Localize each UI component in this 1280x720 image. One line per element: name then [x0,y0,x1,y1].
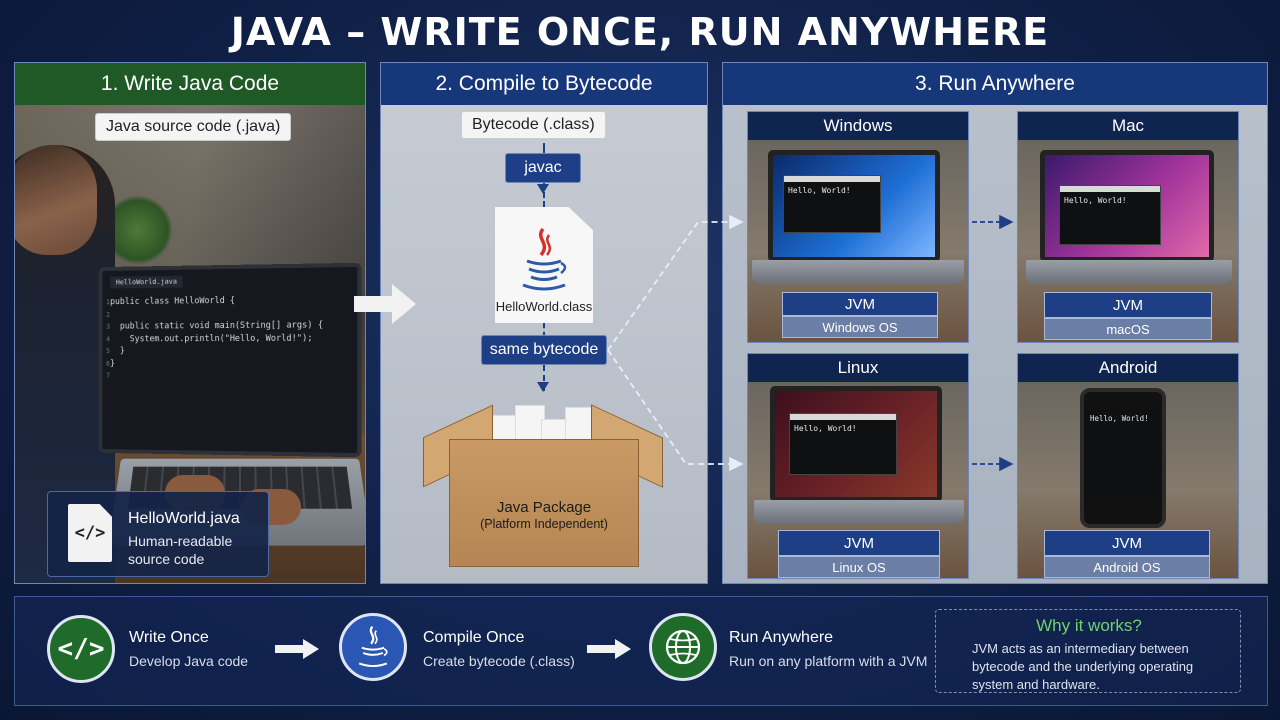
platform-name: Mac [1018,112,1238,140]
os-label: Android OS [1044,556,1210,578]
platform-linux: Linux Hello, World! JVM Linux OS [747,353,969,579]
jvm-label: JVM [782,292,938,316]
os-label: macOS [1044,318,1212,340]
java-cup-icon [339,613,407,681]
code-editor-screen: HelloWorld.java 1 2 3 4 5 6 7 public cla… [98,262,362,458]
platform-name: Windows [748,112,968,140]
next-arrow-icon [275,639,319,659]
java-package-box: Java Package (Platform Independent) [423,399,663,569]
code-file-icon: </> [68,504,112,562]
source-file-card: </> HelloWorld.java Human-readable sourc… [47,491,269,577]
laptop-base [1026,260,1232,284]
phone-screen-output: Hello, World! [1086,410,1160,500]
source-code-chip: Java source code (.java) [95,113,292,141]
developer-head [15,145,97,255]
why-it-works-box: Why it works? JVM acts as an intermediar… [935,609,1241,693]
step-run-title: Run Anywhere [729,629,834,646]
panel3-heading: 3. Run Anywhere [723,63,1267,105]
laptop-base [754,500,964,524]
class-file-icon: HelloWorld.class [495,207,593,323]
source-file-desc: Human-readable source code [128,533,233,567]
android-phone: Hello, World! [1080,388,1166,528]
platform-name: Android [1018,354,1238,382]
package-sublabel: (Platform Independent) [480,517,608,531]
windows-laptop-screen: Hello, World! [768,150,940,262]
flow-line [543,183,545,207]
terminal-window: Hello, World! [783,175,881,233]
code-brackets-icon: </> [47,615,115,683]
flow-line [543,143,545,155]
same-bytecode-label: same bytecode [481,335,607,365]
page-title: JAVA – WRITE ONCE, RUN ANYWHERE [230,10,1050,54]
os-label: Windows OS [782,316,938,338]
code-line: } [110,358,115,369]
java-cup-icon [522,227,567,291]
flow-line [543,323,545,337]
os-label: Linux OS [778,556,940,578]
jvm-label: JVM [1044,292,1212,318]
panel2-heading: 2. Compile to Bytecode [381,63,707,105]
code-line: } [110,346,125,357]
platform-android: Android Hello, World! JVM Android OS [1017,353,1239,579]
linux-laptop-screen: Hello, World! [770,386,942,502]
mac-laptop-screen: Hello, World! [1040,150,1214,262]
line-numbers: 1 2 3 4 5 6 7 [106,298,111,380]
platform-mac: Mac Hello, World! JVM macOS [1017,111,1239,343]
step-compile-desc: Create bytecode (.class) [423,653,575,669]
class-file-name: HelloWorld.class [495,299,593,314]
source-file-name: HelloWorld.java [128,510,240,527]
javac-label: javac [505,153,581,183]
globe-icon [649,613,717,681]
run-anywhere-panel: 3. Run Anywhere Windows Hello, World! JV… [722,62,1268,584]
next-arrow-icon [587,639,631,659]
platform-windows: Windows Hello, World! JVM Windows OS [747,111,969,343]
terminal-window: Hello, World! [1059,185,1161,245]
step-write-desc: Develop Java code [129,653,249,669]
step-write-title: Write Once [129,629,209,646]
package-label: Java Package [496,499,592,516]
flow-line [543,365,545,391]
write-code-panel: 1. Write Java Code HelloWorld.java 1 2 3… [14,62,366,584]
laptop-base [752,260,964,284]
compile-panel: 2. Compile to Bytecode Bytecode (.class)… [380,62,708,584]
terminal-window: Hello, World! [789,413,897,475]
source-code: public class HelloWorld { public static … [110,294,323,370]
code-line: public static void main(String[] args) { [110,320,324,332]
jvm-label: JVM [778,530,940,556]
step-compile-title: Compile Once [423,629,525,646]
editor-tab: HelloWorld.java [110,275,183,289]
why-text: JVM acts as an intermediary between byte… [972,641,1194,692]
bytecode-chip: Bytecode (.class) [461,111,606,139]
step-run-desc: Run on any platform with a JVM [729,653,928,669]
code-line: System.out.println("Hello, World!"); [110,333,313,344]
jvm-label: JVM [1044,530,1210,556]
why-title: Why it works? [1036,616,1142,635]
summary-bar: </> Write Once Develop Java code Compile… [14,596,1268,706]
panel1-heading: 1. Write Java Code [15,63,365,105]
platform-name: Linux [748,354,968,382]
